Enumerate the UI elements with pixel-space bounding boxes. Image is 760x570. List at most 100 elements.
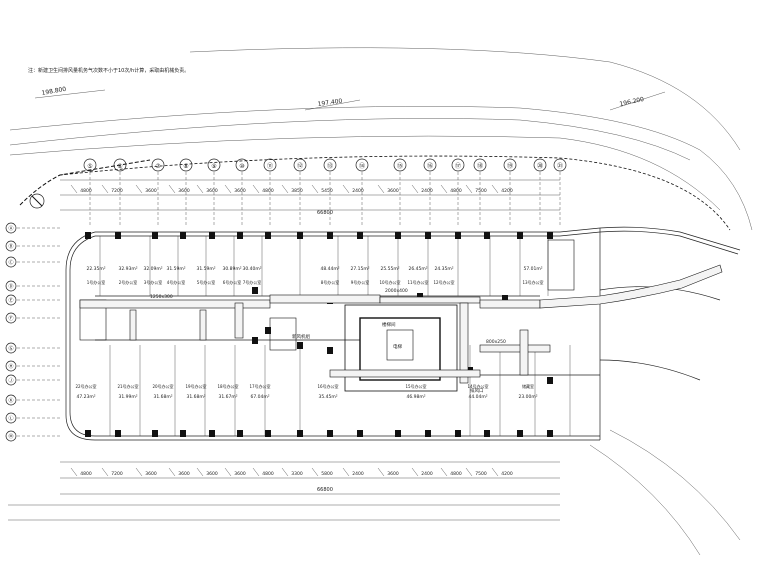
dimension-text: 3600 <box>234 188 246 194</box>
axis-bubble <box>393 158 407 172</box>
axis-label: Ⓔ <box>8 297 13 304</box>
column <box>484 232 490 239</box>
column <box>265 430 271 437</box>
dimension-tick <box>465 467 473 477</box>
axis-bubble <box>151 158 165 172</box>
axis-bubble <box>83 158 97 172</box>
room-label: 21号办公室 <box>117 383 138 389</box>
axis-label: Ⓐ <box>8 225 13 232</box>
axis-bubble <box>5 430 17 442</box>
room-label: 9号办公室 <box>351 279 370 285</box>
dimension-text: 4800 <box>262 471 274 477</box>
road-boundary <box>8 47 753 556</box>
column <box>425 430 431 437</box>
column <box>517 232 523 239</box>
room-label: 16号办公室 <box>317 383 338 389</box>
room-area: 30.89m² <box>222 266 241 272</box>
duct-size-label: 1250x300 <box>150 294 173 300</box>
room-area: 22.35m² <box>86 266 105 272</box>
room-area: 31.59m² <box>166 266 185 272</box>
axis-bubble <box>263 158 277 172</box>
dimension-text: 3600 <box>145 188 157 194</box>
axis-label: Ⓒ <box>8 259 13 266</box>
room-label: 5号办公室 <box>197 279 216 285</box>
room-label: 7号办公室 <box>243 279 262 285</box>
dimension-text: 3600 <box>387 471 399 477</box>
axis-label: Ⓖ <box>8 345 13 352</box>
column <box>265 327 271 334</box>
structural-columns <box>85 232 553 437</box>
dimension-text: 7200 <box>111 471 123 477</box>
column <box>327 347 333 354</box>
room-label: 10号办公室 <box>379 279 400 285</box>
room-area: 44.04m² <box>468 394 487 400</box>
dimension-tick <box>411 467 419 477</box>
column <box>517 430 523 437</box>
dimension-text: 3600 <box>145 471 157 477</box>
column <box>297 232 303 239</box>
rooms-bottom-row: 22号办公室47.23m²21号办公室31.99m²20号办公室31.68m²1… <box>75 383 537 400</box>
room-label: 储藏室 <box>522 383 534 389</box>
column <box>115 232 121 239</box>
rooms-top-row: 22.35m²1号办公室32.93m²2号办公室32.09m²3号办公室31.5… <box>86 266 543 285</box>
dimension-tick <box>70 184 78 194</box>
dimension-tick <box>440 184 448 194</box>
axis-bubble <box>5 294 17 306</box>
column <box>115 430 121 437</box>
dimension-text: 2400 <box>421 471 433 477</box>
dimension-text: 3600 <box>206 188 218 194</box>
dimension-tick <box>101 184 109 194</box>
axis-bubble <box>5 360 17 372</box>
axis-bubble <box>451 158 465 172</box>
elevation-label: 198.800 <box>41 86 67 97</box>
axis-bubble <box>355 158 369 172</box>
axis-label: ⑪ <box>267 162 273 170</box>
room-label: 11号办公室 <box>407 279 428 285</box>
column <box>297 342 303 349</box>
room-label: 6号办公室 <box>223 279 242 285</box>
column <box>237 232 243 239</box>
axis-label: ⑱ <box>477 162 483 170</box>
elevator-label: 电梯 <box>393 343 402 350</box>
dimension-tick <box>196 184 204 194</box>
room-label: 14号办公室 <box>467 383 488 389</box>
axis-label: ㉑ <box>557 162 563 170</box>
dimension-text: 3600 <box>387 188 399 194</box>
room-area: 27.15m² <box>350 266 369 272</box>
column <box>180 232 186 239</box>
dimension-text: 2400 <box>352 188 364 194</box>
dimension-tick <box>342 467 350 477</box>
room-area: 30.40m² <box>242 266 261 272</box>
dimension-tick <box>101 467 109 477</box>
column <box>455 232 461 239</box>
axis-label: ⑳ <box>537 162 543 170</box>
axis-label: ⑦ <box>155 163 161 170</box>
column <box>547 377 553 384</box>
axis-bubble <box>113 158 127 172</box>
total-dimension: 66800 <box>317 210 333 216</box>
room-area: 48.44m² <box>320 266 339 272</box>
room-label: 17号办公室 <box>249 383 270 389</box>
room-area: 32.09m² <box>143 266 162 272</box>
dimension-tick <box>491 467 499 477</box>
room-area: 31.99m² <box>118 394 137 400</box>
dimension-tick <box>168 184 176 194</box>
dimension-tick <box>311 467 319 477</box>
room-area: 47.23m² <box>76 394 95 400</box>
dimension-tick <box>411 184 419 194</box>
dimension-tick <box>135 467 143 477</box>
elevation-markers: 198.800 197.400 196.200 <box>34 86 666 111</box>
dimension-text: 4800 <box>450 188 462 194</box>
axis-bubble <box>5 342 17 354</box>
dimension-text: 4800 <box>450 471 462 477</box>
room-label: 22号办公室 <box>75 383 96 389</box>
axis-label: Ⓗ <box>8 363 13 370</box>
elevation-label: 197.400 <box>317 98 343 108</box>
dimension-lines <box>60 179 560 495</box>
column <box>547 232 553 239</box>
dimension-text: 4200 <box>501 471 513 477</box>
dimension-tick <box>311 184 319 194</box>
dimension-tick <box>465 184 473 194</box>
